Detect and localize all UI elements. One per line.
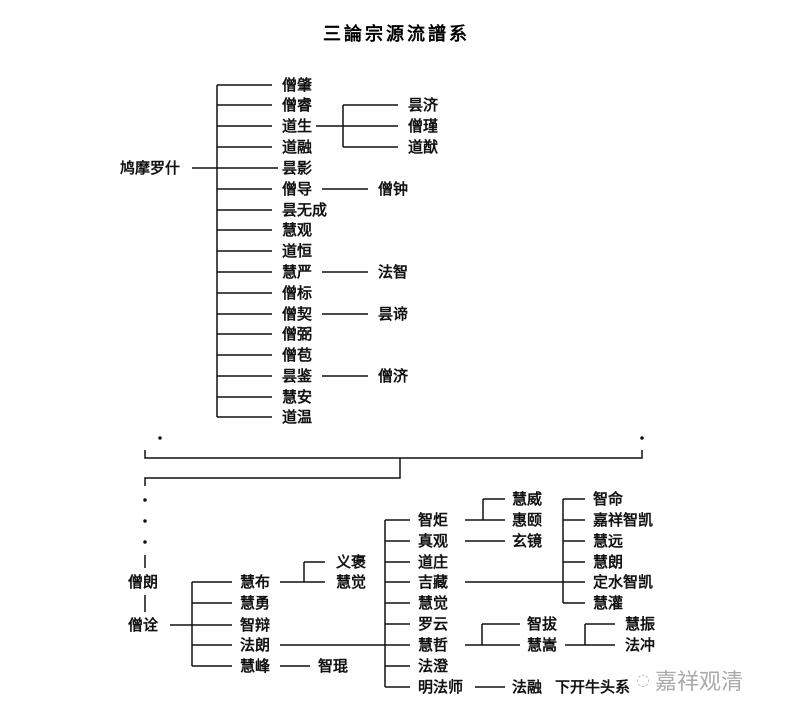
node: 玄镜 <box>512 532 543 550</box>
node: 慧振 <box>625 615 656 633</box>
node: 法冲 <box>625 636 656 654</box>
node: 慧观 <box>282 221 313 239</box>
node: 慧哲 <box>418 636 449 654</box>
node: 昙鉴 <box>282 367 313 385</box>
node: 僧肇 <box>282 76 313 94</box>
node: 智琨 <box>318 657 349 675</box>
wechat-icon: ◌ <box>636 670 650 689</box>
node: 慧严 <box>282 263 313 281</box>
node: 法朗 <box>240 636 271 654</box>
node: 道生 <box>282 117 313 135</box>
node: 道庄 <box>418 553 449 571</box>
node: 僧济 <box>378 367 409 385</box>
node: 僧苞 <box>282 346 313 364</box>
node: 下开牛头系 <box>555 678 631 696</box>
node: 慧觉 <box>418 594 449 612</box>
node: 僧标 <box>282 284 313 302</box>
node: 昙谛 <box>378 305 409 323</box>
node: 定水智凯 <box>593 573 654 591</box>
watermark: 嘉祥观清 <box>655 670 744 695</box>
node: 僧瑾 <box>408 117 439 135</box>
node: 慧峰 <box>240 657 271 675</box>
node: 道温 <box>282 408 313 426</box>
node: 义褒 <box>336 553 367 571</box>
node: 慧朗 <box>593 553 624 571</box>
node: 法澄 <box>418 657 449 675</box>
node: 法智 <box>378 263 409 281</box>
diagram-title: 三論宗源流譜系 <box>323 24 470 45</box>
node: 慧灌 <box>593 594 624 612</box>
node: 僧弼 <box>282 325 313 343</box>
node: 慧威 <box>512 490 543 508</box>
node: 慧远 <box>593 532 624 550</box>
node: 昙济 <box>408 96 439 114</box>
node: 慧觉 <box>336 573 367 591</box>
node: 智辩 <box>240 616 271 634</box>
node: 明法师 <box>418 678 464 696</box>
node: 道融 <box>282 138 313 156</box>
node: 慧安 <box>282 388 313 406</box>
node: 僧睿 <box>282 96 313 114</box>
node: 罗云 <box>418 615 449 633</box>
node: 智拔 <box>527 615 558 633</box>
node: 昙无成 <box>282 201 328 219</box>
node: 慧勇 <box>240 594 271 612</box>
node: 吉藏 <box>418 573 449 591</box>
node: 道猷 <box>408 138 439 156</box>
node: 法融 <box>512 678 543 696</box>
node: 慧嵩 <box>527 636 558 654</box>
node: 僧诠 <box>128 616 159 634</box>
node: 道恒 <box>282 242 313 260</box>
node: 惠颐 <box>512 511 543 529</box>
node: 嘉祥智凯 <box>593 511 654 529</box>
node-root: 鸠摩罗什 <box>120 159 181 177</box>
node: 昙影 <box>282 159 313 177</box>
node: 智炬 <box>418 511 449 529</box>
node: 慧布 <box>240 573 271 591</box>
node: 僧导 <box>282 180 313 198</box>
node: 僧契 <box>282 305 313 323</box>
node: 智命 <box>593 490 624 508</box>
node: 真观 <box>418 532 449 550</box>
node: 僧朗 <box>128 573 159 591</box>
node: 僧钟 <box>378 180 409 198</box>
